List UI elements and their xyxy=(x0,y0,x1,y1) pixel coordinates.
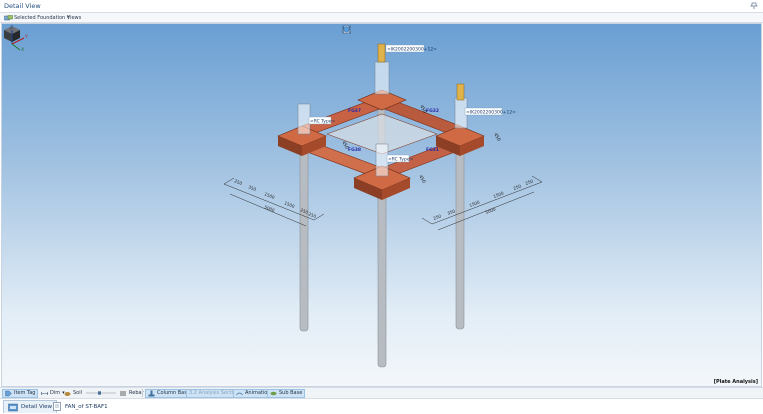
pile-caps[interactable] xyxy=(277,89,485,200)
svg-text:350: 350 xyxy=(248,184,258,192)
view-selector-bar: Selected Foundation Views ▾ xyxy=(0,13,763,23)
column-right xyxy=(456,83,465,101)
cap-dim-3: 450 xyxy=(492,132,502,143)
chevron-down-icon[interactable]: ▾ xyxy=(62,390,65,396)
svg-text:1500: 1500 xyxy=(469,199,481,208)
rotate-icon[interactable] xyxy=(343,25,376,35)
pin-icon[interactable] xyxy=(750,2,758,10)
cap-back xyxy=(357,89,407,111)
beam-inner xyxy=(326,113,438,155)
svg-text:250: 250 xyxy=(513,183,523,191)
svg-text:1500: 1500 xyxy=(284,200,296,209)
svg-text:1500: 1500 xyxy=(493,190,505,199)
document-tab-bar: Detail View FAN_of ST-BAF1 xyxy=(0,398,763,414)
dimension-values: 250 350 1500 1500 250 250 5000 250 350 1… xyxy=(234,178,535,221)
document-icon xyxy=(53,402,61,411)
rebar-toggle[interactable]: Rebar xyxy=(120,389,144,397)
cap-dim-1: 450 xyxy=(418,104,428,115)
svg-text:5000: 5000 xyxy=(485,206,497,215)
column-base-icon xyxy=(148,390,155,396)
tags: <IK2002200300+12> <IK2002200300+12> <RC … xyxy=(308,44,516,185)
pile-left xyxy=(299,143,309,332)
svg-text:5000: 5000 xyxy=(264,204,276,213)
render-mode-icon[interactable] xyxy=(342,25,424,35)
column-back xyxy=(377,43,386,63)
pile-cap-tag-1: <RC Type> xyxy=(310,119,336,125)
soil-toggle[interactable]: Soil xyxy=(64,389,82,397)
beam-tag-1: FG37 xyxy=(348,108,361,114)
pile-center xyxy=(377,173,387,368)
beam-tag-3: FG38 xyxy=(348,147,361,153)
pan-icon[interactable] xyxy=(342,25,364,35)
svg-text:250: 250 xyxy=(234,178,244,186)
pile-cap-tag-2: <RC Type> xyxy=(388,157,414,163)
svg-text:250: 250 xyxy=(525,178,535,186)
steel-columns[interactable] xyxy=(377,43,465,101)
beam-tag-4: FG31 xyxy=(426,147,439,153)
grade-beams[interactable] xyxy=(301,95,461,181)
dimension-lines xyxy=(223,175,543,231)
svg-text:350: 350 xyxy=(447,208,457,216)
3d-viewport[interactable]: <IK2002200300+12> <IK2002200300+12> <RC … xyxy=(1,23,762,387)
zoom-icon[interactable] xyxy=(342,25,400,35)
svg-text:1500: 1500 xyxy=(264,191,276,200)
column-tag-1: <IK2002200300+12> xyxy=(387,47,437,53)
window-title: Detail View xyxy=(4,2,41,10)
animation-icon xyxy=(236,392,243,395)
selected-foundation-views-dropdown[interactable]: Selected Foundation Views xyxy=(14,14,82,21)
axis-triad: Z Y X xyxy=(10,25,28,52)
pedestals xyxy=(297,61,468,177)
soil-icon xyxy=(64,391,71,396)
dimension-icon xyxy=(41,391,48,395)
toolbar-divider xyxy=(142,389,143,397)
foundation-view-icon xyxy=(4,15,13,21)
beam-tag-2: FG32 xyxy=(426,108,439,114)
rebar-icon xyxy=(120,390,126,396)
axis-z-label: Z xyxy=(10,25,13,31)
analysis-status: [Plate Analysis] xyxy=(713,379,758,385)
detail-view-icon xyxy=(8,403,18,411)
foundation-model-canvas[interactable]: <IK2002200300+12> <IK2002200300+12> <RC … xyxy=(2,24,762,387)
svg-text:250: 250 xyxy=(300,207,310,215)
item-tag-toggle[interactable]: Item Tag xyxy=(2,388,39,398)
transparency-slider[interactable] xyxy=(85,391,117,395)
cap-dim-2: 450 xyxy=(340,140,350,151)
view-box-icon[interactable] xyxy=(343,25,412,35)
dim-dropdown[interactable]: Dim ▾ xyxy=(41,389,65,397)
display-toolbar: Item Tag Dim ▾ Soil Rebar Column Base 3.… xyxy=(0,387,763,398)
svg-text:250: 250 xyxy=(433,213,443,221)
sub-base-toggle[interactable]: Sub Base xyxy=(267,388,306,398)
chevron-down-icon[interactable]: ▾ xyxy=(67,14,70,20)
axis-x-label: X xyxy=(21,47,24,52)
zoom-fit-icon[interactable] xyxy=(342,25,388,35)
tag-icon xyxy=(5,390,12,396)
column-tag-2: <IK2002200300+12> xyxy=(466,110,516,116)
title-bar: Detail View xyxy=(0,0,763,13)
cap-dim-4: 450 xyxy=(417,174,427,185)
axis-y-label: Y xyxy=(24,34,28,40)
tab-fan-of-st-baf1[interactable]: FAN_of ST-BAF1 xyxy=(48,400,112,413)
pile-right xyxy=(455,141,465,330)
sub-base-icon xyxy=(270,391,277,395)
svg-text:250: 250 xyxy=(308,211,318,219)
viewport-toolbar xyxy=(342,25,424,37)
